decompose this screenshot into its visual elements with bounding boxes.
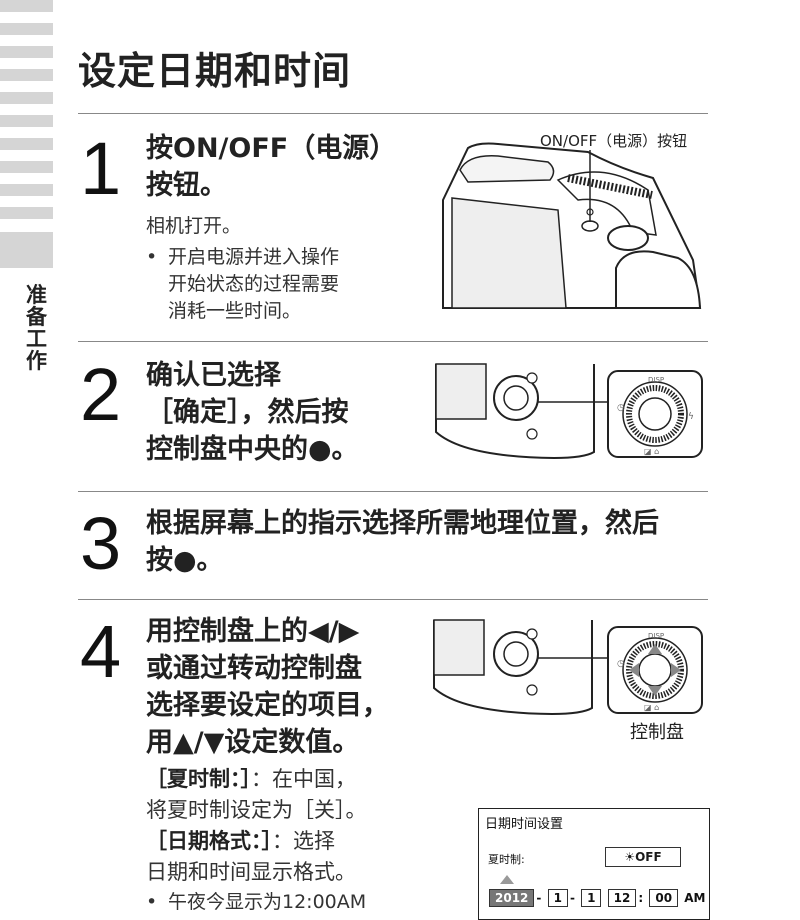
- camera-back-illustration: DISP ◷ ϟ ◪ ⌂: [435, 363, 703, 460]
- midnight-note: • 午夜今显示为12:00AM: [146, 889, 367, 916]
- svg-text:◷: ◷: [617, 659, 625, 669]
- step-line: 用控制盘上的◀/▶: [146, 616, 360, 647]
- dst-label: 夏时制:: [488, 853, 525, 866]
- divider: [78, 113, 708, 114]
- step-3-text: 根据屏幕上的指示选择所需地理位置，然后 按●。: [146, 505, 659, 579]
- section-char: 备: [26, 305, 47, 329]
- step-line: 控制盘中央的●。: [146, 434, 359, 465]
- step-line: 确认已选择: [146, 360, 281, 391]
- date-time-screen: 日期时间设置 夏时制: ☀OFF 2012- 1- 1 12: 00 AM: [478, 808, 710, 920]
- step-line: 根据屏幕上的指示选择所需地理位置，然后: [146, 508, 659, 539]
- svg-text:DISP: DISP: [648, 632, 664, 640]
- hour-field[interactable]: 12: [607, 889, 637, 907]
- up-arrow-icon: [500, 875, 514, 884]
- step-1-result: 相机打开。: [146, 215, 242, 237]
- section-char: 工: [26, 327, 47, 351]
- note-line: 午夜今显示为12:00AM: [168, 891, 367, 913]
- note-text: 日期和时间显示格式。: [146, 860, 356, 884]
- year-field[interactable]: 2012: [489, 889, 535, 907]
- month-field[interactable]: 1: [547, 889, 568, 907]
- step-number: 4: [80, 610, 122, 693]
- svg-text:◪ ⌂: ◪ ⌂: [644, 703, 659, 712]
- page-title: 设定日期和时间: [78, 49, 352, 93]
- step-1-note: • 开启电源并进入操作 开始状态的过程需要 消耗一些时间。: [146, 244, 340, 325]
- bullet-icon: •: [146, 891, 158, 913]
- note-text: ：选择: [272, 829, 335, 853]
- date-time-row: 2012- 1- 1 12: 00 AM: [489, 889, 705, 907]
- step-number: 1: [80, 127, 122, 210]
- day-field[interactable]: 1: [581, 889, 602, 907]
- step-4-text: 用控制盘上的◀/▶ 或通过转动控制盘 选择要设定的项目， 用▲/▼设定数值。: [146, 613, 389, 761]
- step-2-text: 确认已选择 ［确定］，然后按 控制盘中央的●。: [146, 357, 359, 468]
- step-line: 选择要设定的项目，: [146, 690, 389, 721]
- sidebar-block: [0, 232, 53, 268]
- dst-note: ［夏时制：］：在中国， 将夏时制设定为［关］。: [146, 764, 367, 826]
- divider: [78, 599, 708, 600]
- note-label: ［日期格式：］: [146, 829, 272, 853]
- step-number: 2: [80, 353, 122, 436]
- note-label: ［夏时制：］: [146, 767, 251, 791]
- step-number: 3: [80, 502, 122, 585]
- section-char: 作: [26, 349, 47, 373]
- bullet-icon: •: [146, 246, 158, 268]
- dst-value[interactable]: ☀OFF: [605, 847, 681, 867]
- camera-dial-illustration: DISP ◷ ◪ ⌂: [433, 619, 703, 716]
- step-1-text: 按ON/OFF（电源） 按钮。: [146, 130, 396, 204]
- step-line: 用▲/▼设定数值。: [146, 727, 360, 758]
- step-line: 按钮。: [146, 170, 227, 201]
- note-line: 消耗一些时间。: [168, 300, 302, 322]
- ampm-label[interactable]: AM: [684, 891, 706, 905]
- svg-text:ϟ: ϟ: [688, 412, 694, 422]
- section-label: 准 备 工 作: [26, 284, 56, 372]
- power-button-callout: ON/OFF（电源）按钮: [540, 132, 688, 150]
- svg-text:◷: ◷: [617, 403, 625, 413]
- note-line: 开启电源并进入操作: [168, 246, 340, 268]
- step-line: ［确定］，然后按: [146, 397, 349, 428]
- note-text: ：在中国，: [251, 767, 356, 791]
- sidebar-stripes: [0, 0, 53, 230]
- section-char: 准: [26, 283, 47, 307]
- svg-text:DISP: DISP: [648, 376, 664, 384]
- note-line: 开始状态的过程需要: [168, 273, 340, 295]
- minute-field[interactable]: 00: [649, 889, 679, 907]
- svg-text:◪ ⌂: ◪ ⌂: [644, 447, 659, 456]
- divider: [78, 341, 708, 342]
- dial-caption: 控制盘: [630, 722, 684, 743]
- step-line: 按●。: [146, 545, 224, 576]
- camera-top-illustration: [442, 142, 702, 309]
- step-line: 按ON/OFF（电源）: [146, 133, 397, 164]
- note-text: 将夏时制设定为［关］。: [146, 798, 367, 822]
- screen-title: 日期时间设置: [485, 817, 564, 832]
- date-format-note: ［日期格式：］：选择 日期和时间显示格式。: [146, 826, 356, 888]
- step-line: 或通过转动控制盘: [146, 653, 362, 684]
- divider: [78, 491, 708, 492]
